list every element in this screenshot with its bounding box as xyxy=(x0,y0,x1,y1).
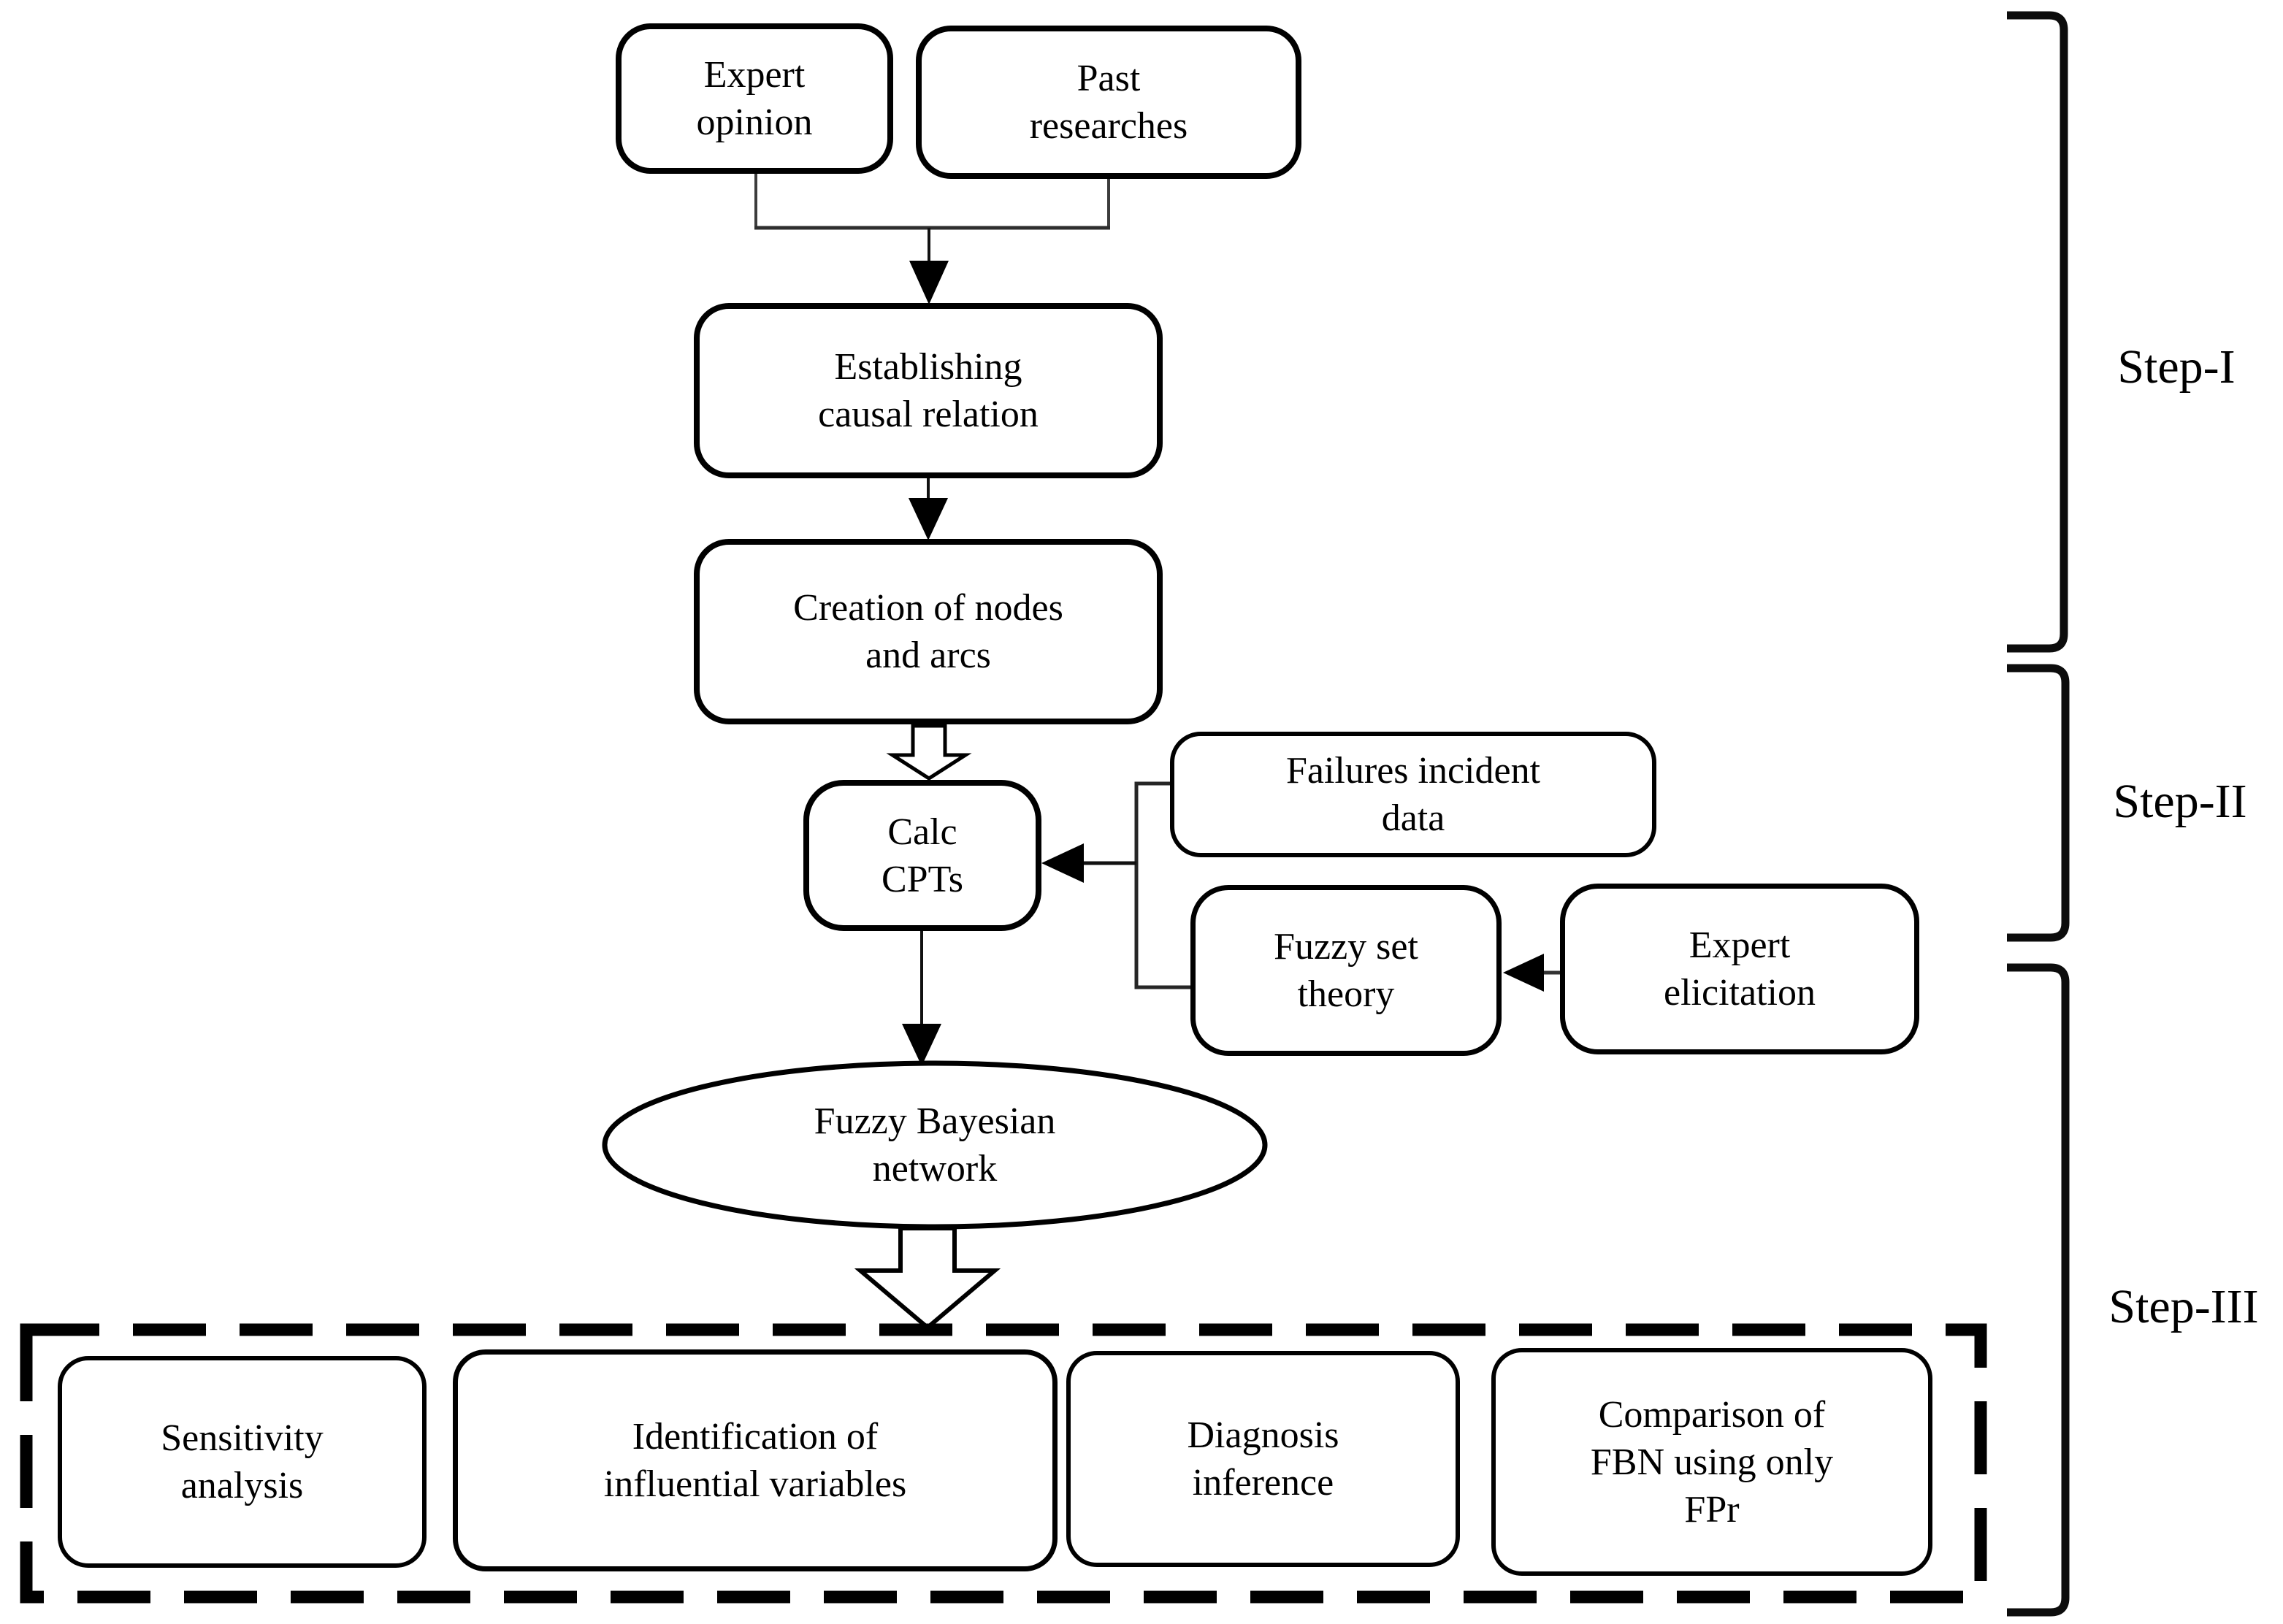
arrow-establishing-to-creation-head-icon xyxy=(909,498,948,540)
arrow-into-calccpts-head-icon xyxy=(1041,843,1084,883)
node-comparison-fbn-fpr-label: Comparison of FBN using only FPr xyxy=(1590,1393,1834,1531)
node-establishing-causal-relation: Establishing causal relation xyxy=(694,303,1163,478)
side-connector-bracket xyxy=(1134,781,1193,989)
step-label-1: Step-I xyxy=(2117,340,2236,394)
node-expert-elicitation-label: Expert elicitation xyxy=(1664,924,1816,1014)
node-diagnosis-inference: Diagnosis inference xyxy=(1066,1351,1460,1567)
node-identification-of-influential-variables-label: Identification of influential variables xyxy=(603,1416,907,1505)
node-past-researches-label: Past researches xyxy=(1029,58,1188,147)
node-fuzzy-set-theory: Fuzzy set theory xyxy=(1190,885,1502,1056)
node-calc-cpts-label: Calc CPTs xyxy=(882,811,963,900)
hollow-arrow-fbn-to-outputs-icon xyxy=(854,1226,1001,1330)
node-creation-of-nodes-and-arcs-label: Creation of nodes and arcs xyxy=(793,587,1063,676)
step-label-2: Step-II xyxy=(2113,775,2247,828)
bracket-step-1-icon xyxy=(2007,11,2068,653)
arrow-merge-down-head-icon xyxy=(909,261,949,304)
bracket-step-3-icon xyxy=(2007,963,2070,1617)
node-fuzzy-set-theory-label: Fuzzy set theory xyxy=(1274,926,1418,1015)
node-expert-elicitation: Expert elicitation xyxy=(1560,884,1919,1054)
step-label-3: Step-III xyxy=(2108,1280,2259,1333)
node-past-researches: Past researches xyxy=(916,26,1301,179)
bracket-step-2-icon xyxy=(2007,664,2070,942)
node-expert-opinion-label: Expert opinion xyxy=(696,54,813,143)
node-expert-opinion: Expert opinion xyxy=(616,23,893,174)
hollow-arrow-creation-to-calccpts-icon xyxy=(886,724,972,781)
node-calc-cpts: Calc CPTs xyxy=(803,780,1041,931)
node-establishing-causal-relation-label: Establishing causal relation xyxy=(818,346,1039,435)
dashed-outputs-container xyxy=(20,1323,1987,1604)
node-failures-incident-data: Failures incident data xyxy=(1170,732,1656,857)
node-failures-incident-data-label: Failures incident data xyxy=(1285,750,1541,839)
node-identification-of-influential-variables: Identification of influential variables xyxy=(453,1349,1058,1571)
arrow-calccpts-to-fbn-head-icon xyxy=(902,1024,941,1066)
node-diagnosis-inference-label: Diagnosis inference xyxy=(1187,1414,1339,1504)
arrow-elicitation-to-fuzzyset-head-icon xyxy=(1503,954,1544,992)
node-creation-of-nodes-and-arcs: Creation of nodes and arcs xyxy=(694,539,1163,724)
node-fuzzy-bayesian-network-label: Fuzzy Bayesian network xyxy=(814,1100,1056,1190)
node-sensitivity-analysis-label: Sensitivity analysis xyxy=(161,1417,324,1506)
node-sensitivity-analysis: Sensitivity analysis xyxy=(58,1356,427,1568)
node-comparison-fbn-fpr: Comparison of FBN using only FPr xyxy=(1491,1348,1932,1576)
node-fuzzy-bayesian-network: Fuzzy Bayesian network xyxy=(628,1077,1242,1213)
